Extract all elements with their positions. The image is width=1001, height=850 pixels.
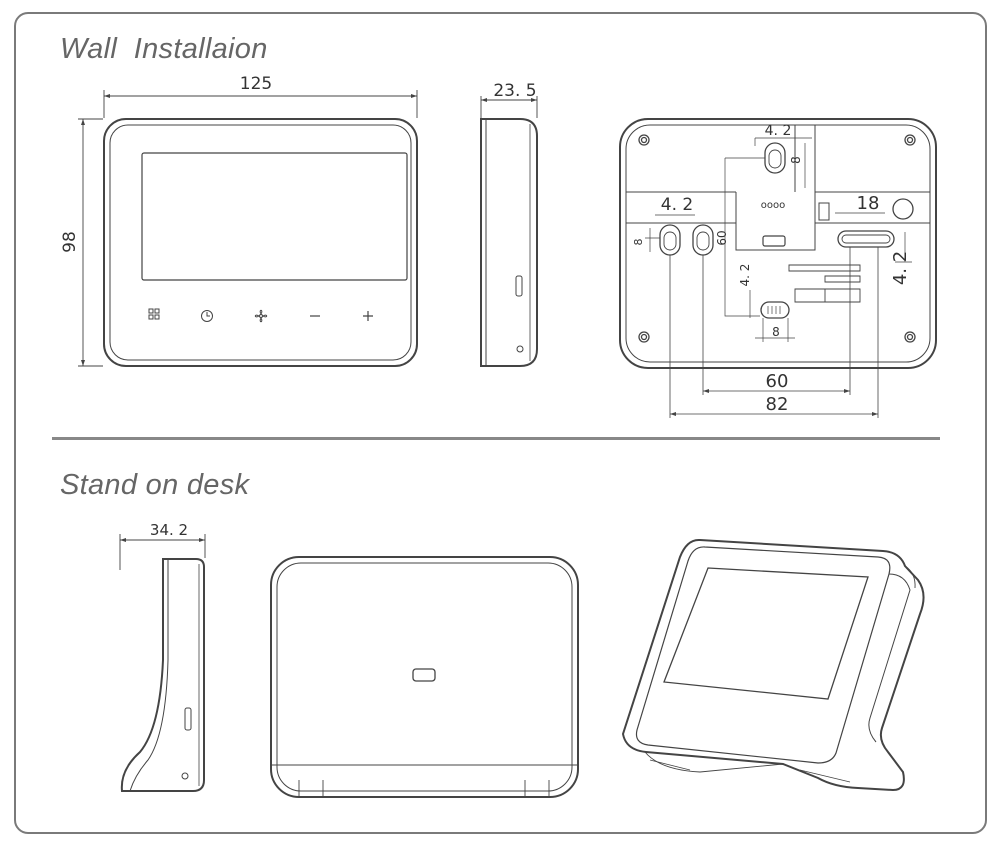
side-view: [480, 96, 538, 367]
back-view: [619, 118, 937, 418]
dim-side-depth: 23. 5: [493, 81, 536, 101]
connector-label: oooo: [761, 200, 785, 211]
plus-icon: [363, 311, 373, 321]
dim-slot-height: 4. 2: [890, 251, 911, 285]
dim-slot-width: 18: [857, 193, 880, 214]
dim-spacing-60: 60: [766, 371, 789, 392]
stand-side-view: [119, 534, 206, 792]
dim-lower-hole-height: 4. 2: [738, 264, 752, 287]
clock-icon: [201, 310, 213, 322]
dim-left-hole-height: 8: [632, 239, 645, 246]
dim-spacing-82: 82: [766, 394, 789, 415]
diagram-frame: [14, 12, 987, 834]
front-view: [78, 90, 418, 367]
stand-on-desk-title: Stand on desk: [60, 469, 250, 501]
grid-icon: [148, 308, 160, 320]
dim-lower-hole-width: 8: [772, 325, 780, 339]
front-screen: [141, 152, 408, 281]
stand-back-view: [270, 556, 579, 798]
dim-top-hole-width: 4. 2: [765, 123, 792, 139]
stand-perspective-view: [621, 538, 925, 792]
dim-front-height: 98: [60, 231, 80, 253]
dim-front-width: 125: [240, 74, 272, 94]
dim-top-hole-height: 8: [789, 156, 803, 164]
dim-vertical-spacing: 60: [715, 230, 729, 245]
fan-icon: [254, 309, 268, 323]
dim-stand-depth: 34. 2: [150, 521, 188, 539]
dim-left-hole-width: 4. 2: [661, 195, 693, 215]
wall-installation-title: Wall Installaion: [60, 33, 268, 65]
section-divider: [52, 437, 940, 440]
